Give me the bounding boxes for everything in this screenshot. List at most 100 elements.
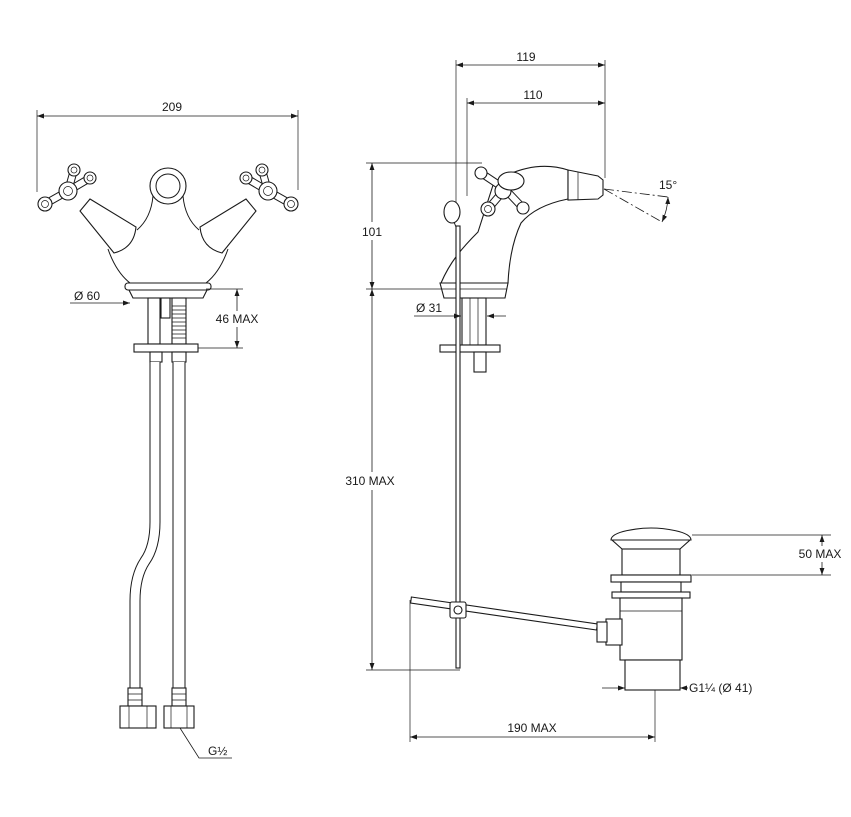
base-side <box>439 282 509 299</box>
handle-knob-lower-left <box>480 201 496 217</box>
nut-facets-right <box>170 706 188 728</box>
spray-axis-upper <box>603 188 669 198</box>
shank-thread-lines <box>172 305 186 339</box>
waste-tail <box>624 659 681 691</box>
side-cross-handle <box>474 166 530 217</box>
waste-backnut <box>611 591 691 599</box>
pop-up-waste-assembly: 50 MAX G1¼ (Ø 41) 190 MAX <box>409 527 842 742</box>
rod-clamp-screw <box>453 605 463 615</box>
fixing-nut-right <box>171 351 187 363</box>
dimension-base-diameter-side: Ø 31 <box>414 301 506 319</box>
handle-knob-left <box>239 171 253 185</box>
ferrule-ridges-left <box>128 693 142 701</box>
spout-neck-right <box>182 195 200 231</box>
body-lower-right-curve <box>205 248 229 284</box>
base-and-fixing-front <box>124 282 212 363</box>
spout-neck-left <box>136 195 154 231</box>
callout-label-hose-thread: G½ <box>208 744 227 758</box>
waste-body-middle <box>620 581 682 593</box>
waste-body-lower <box>619 597 683 661</box>
hose-nut-right <box>163 705 195 729</box>
spray-nozzle <box>567 169 604 201</box>
waste-side-arm-cap <box>596 621 608 643</box>
handle-knob-right-inner <box>287 200 295 208</box>
threaded-shank <box>171 297 187 345</box>
handle-knob-back <box>474 166 488 180</box>
dimension-label-base-diameter: Ø 60 <box>74 289 100 303</box>
dimension-heights: 101 310 MAX <box>345 162 482 671</box>
dimension-label-height: 101 <box>362 225 382 239</box>
spout-nozzle-front <box>149 167 187 205</box>
pop-up-rod-guide <box>160 297 171 319</box>
dimension-spray-angle: 15° <box>603 178 677 223</box>
inlet-shank-left <box>147 297 161 345</box>
mixer-body-front <box>79 195 257 284</box>
handle-knob-right-inner <box>86 174 94 182</box>
base-flange <box>124 282 212 291</box>
angle-arc <box>661 196 671 223</box>
dimension-shank-length: 46 MAX <box>198 288 259 349</box>
handle-knob-right <box>283 196 299 212</box>
handle-knob-left <box>37 196 53 212</box>
waste-side-arm <box>605 618 623 646</box>
dimension-label-rod-length: 310 MAX <box>345 474 394 488</box>
dimension-width-209: 209 <box>36 100 299 192</box>
nut-facets-left <box>128 706 148 728</box>
waste-thread-callout: G1¼ (Ø 41) <box>602 681 752 695</box>
hose-thread-callout: G½ <box>179 727 232 759</box>
handle-knob-top-inner <box>258 166 266 174</box>
body-lower-left-curve <box>107 248 131 284</box>
dimension-base-diameter-front: Ø 60 <box>70 289 130 306</box>
dimension-label-shank-length: 46 MAX <box>216 312 259 326</box>
spout-outer-ring <box>149 167 187 205</box>
handle-front-knob <box>497 171 525 191</box>
waste-body-upper <box>621 548 681 576</box>
flexible-hoses <box>119 362 195 729</box>
hose-nut-left <box>119 705 157 729</box>
shank-side <box>461 297 487 346</box>
fixing-bolt-side <box>473 351 487 373</box>
handle-hub <box>258 181 278 201</box>
callout-leader <box>179 727 232 759</box>
fixing-washer-side <box>439 344 501 353</box>
left-handle-bell <box>79 198 137 254</box>
handle-hub-inner <box>263 186 273 196</box>
handle-hub <box>58 181 78 201</box>
dimension-label-rod-reach: 190 MAX <box>507 721 556 735</box>
waste-locknut <box>610 574 692 583</box>
front-view: 209 <box>36 100 299 759</box>
handle-knob-lower-right <box>516 201 530 215</box>
handle-knob-left-inner <box>242 174 250 182</box>
handle-knob-top <box>67 163 81 177</box>
spout-inner-ring <box>155 173 181 199</box>
ferrule-ridges-right <box>172 693 186 701</box>
pop-up-lever-and-rod <box>443 200 461 669</box>
dimension-label-spray-angle: 15° <box>659 178 677 192</box>
dimension-label-handle-depth: 110 <box>523 88 542 102</box>
fixing-plate <box>133 343 199 353</box>
handle-knob-top-inner <box>70 166 78 174</box>
dimension-depths: 119 110 <box>455 50 606 203</box>
dimension-rod-reach: 190 MAX <box>410 690 656 742</box>
waste-plug-cap <box>610 527 692 541</box>
dimension-label-base-diameter-side: Ø 31 <box>416 301 442 315</box>
dimension-label-overall-depth: 119 <box>516 50 535 64</box>
pop-up-lever-knob <box>443 200 461 224</box>
spray-axis-lower <box>603 188 663 223</box>
base-ring <box>128 289 208 299</box>
hose-ferrule-right <box>171 687 187 707</box>
hose-left-fill <box>130 362 160 689</box>
hose-ferrule-left <box>127 687 143 707</box>
handle-knob-left-inner <box>41 200 49 208</box>
left-cross-handle <box>37 163 97 212</box>
dimension-label-waste-height: 50 MAX <box>799 547 842 561</box>
handle-knob-right <box>83 171 97 185</box>
handle-knob-lower-left-inner <box>484 205 492 213</box>
dimension-label-width: 209 <box>162 100 182 114</box>
waste-flange-taper <box>610 539 692 550</box>
fixing-nut-left <box>149 351 163 363</box>
dimension-waste-height: 50 MAX <box>692 534 842 576</box>
pop-up-vertical-rod <box>455 225 461 669</box>
shank-side-lines <box>469 298 479 345</box>
